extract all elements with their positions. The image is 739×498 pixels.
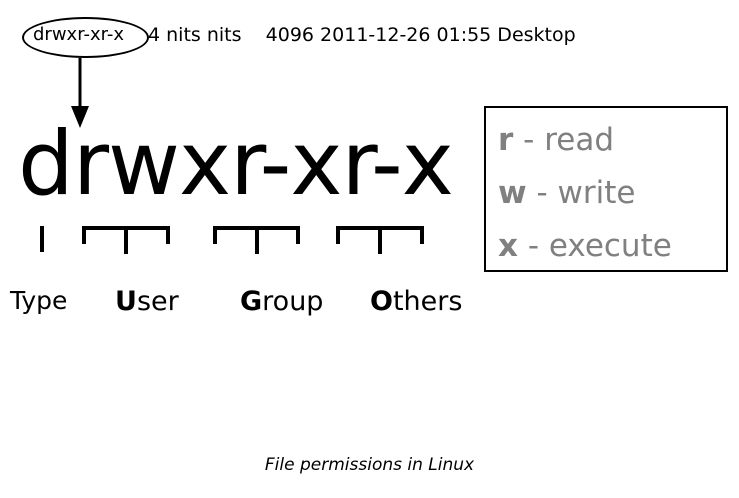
legend-row-execute: x - execute xyxy=(498,220,726,273)
bracket-user xyxy=(82,226,170,254)
segment-labels: Type User Group Others xyxy=(0,286,520,326)
label-type: Type xyxy=(10,286,67,315)
label-type-cap: T xyxy=(10,286,22,315)
label-others: Others xyxy=(370,286,462,317)
legend-row-read: r - read xyxy=(498,114,726,167)
big-permission-string: drwxr-xr-x xyxy=(18,112,454,215)
label-user: User xyxy=(115,286,179,317)
legend-text-read: - read xyxy=(513,122,615,158)
label-user-cap: U xyxy=(115,286,137,317)
legend-text-execute: - execute xyxy=(518,228,672,264)
bracket-others xyxy=(336,226,424,254)
legend-text-write: - write xyxy=(526,175,636,211)
highlight-ellipse xyxy=(22,17,149,58)
legend-key-w: w xyxy=(498,175,527,211)
label-user-rest: ser xyxy=(136,286,179,317)
label-type-rest: ype xyxy=(21,286,68,315)
legend-key-r: r xyxy=(498,122,514,158)
grouping-brackets xyxy=(40,226,424,254)
arrow-down-icon xyxy=(71,58,89,128)
label-group-cap: G xyxy=(240,286,263,317)
permission-legend-box: r - read w - write x - execute xyxy=(484,106,728,272)
listing-details-text: 4 nits nits 4096 2011-12-26 01:55 Deskto… xyxy=(148,24,576,46)
label-group-rest: roup xyxy=(262,286,324,317)
bracket-group xyxy=(213,226,300,254)
figure-caption: File permissions in Linux xyxy=(264,455,475,475)
legend-row-write: w - write xyxy=(498,167,726,220)
label-others-rest: thers xyxy=(392,286,463,317)
label-others-cap: O xyxy=(370,286,393,317)
label-group: Group xyxy=(240,286,323,317)
legend-key-x: x xyxy=(498,228,518,264)
